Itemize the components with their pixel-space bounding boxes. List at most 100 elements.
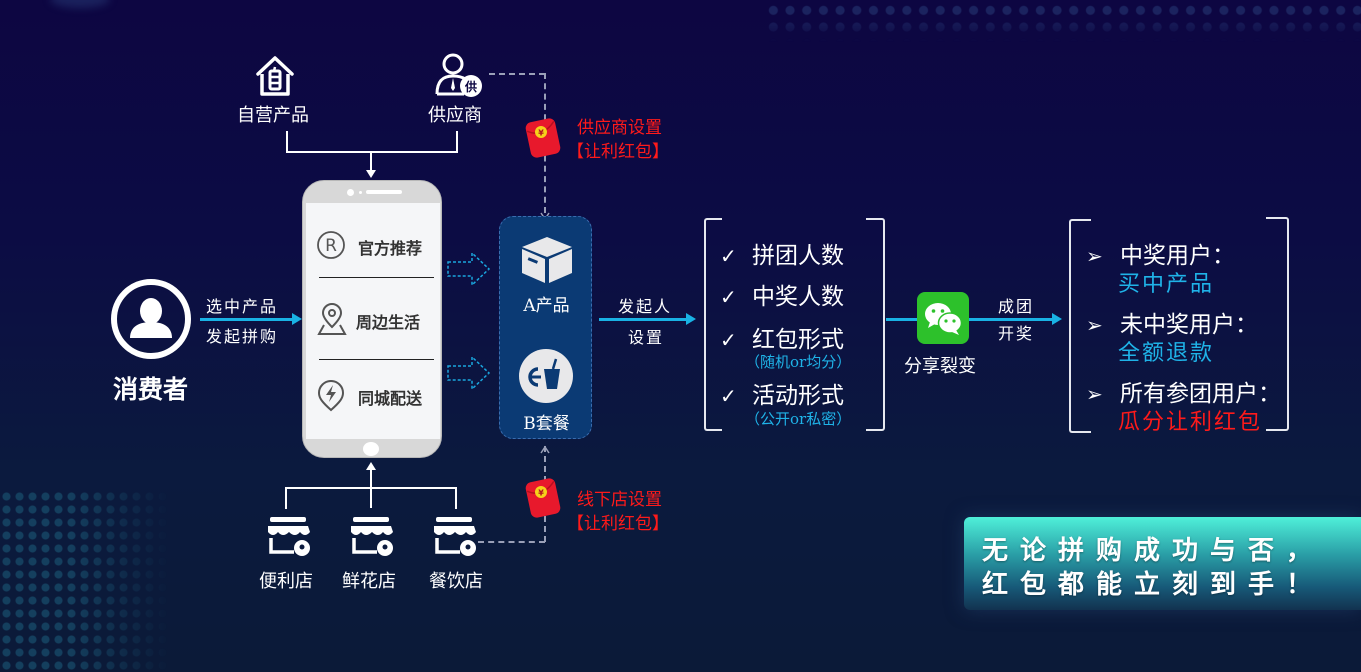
registered-icon: R (316, 230, 346, 264)
phone-menu-label: 官方推荐 (358, 239, 423, 258)
store-label: 鲜花店 (342, 571, 396, 592)
arrow-bullet-icon: ➢ (1086, 313, 1103, 337)
phone-sensor (359, 191, 362, 194)
connector-convenience-store (285, 487, 287, 509)
background-glow (50, 0, 110, 8)
wechat-icon[interactable] (917, 292, 969, 344)
consumer-arrow-label-bottom: 发起拼购 (206, 327, 279, 346)
red-packet-icon: ¥ (525, 476, 561, 524)
consumer-arrow (200, 313, 302, 325)
settings-bracket-left (704, 218, 722, 431)
settings-bracket-right (866, 218, 885, 431)
store-icon (432, 516, 478, 562)
result-label: 中奖用户： (1120, 243, 1235, 269)
phone-menu-label: 同城配送 (358, 389, 423, 408)
supplier-label: 供应商 (428, 105, 482, 126)
food-drink-icon (519, 349, 573, 407)
arrow-down-to-panel (540, 206, 550, 221)
result-label: 未中奖用户： (1120, 312, 1258, 338)
check-icon: ✓ (720, 384, 737, 408)
setting-label: 红包形式 (752, 327, 844, 353)
arrow-bullet-icon: ➢ (1086, 382, 1103, 406)
connector-to-share (886, 318, 918, 321)
arrow-bullet-icon: ➢ (1086, 244, 1103, 268)
connector-top-down (370, 151, 372, 173)
share-arrow (969, 313, 1062, 325)
result-item: ➢ 中奖用户： (1086, 236, 1235, 270)
initiator-arrow (599, 313, 696, 325)
svg-text:供: 供 (464, 79, 477, 94)
svg-text:¥: ¥ (538, 489, 544, 498)
product-panel: A产品 B套餐 (499, 216, 592, 439)
phone-menu-item-official[interactable]: R 官方推荐 (306, 227, 440, 267)
share-arrow-label-bottom: 开奖 (998, 324, 1035, 343)
check-icon: ✓ (720, 244, 737, 268)
results-bracket-left (1069, 219, 1091, 433)
background-dot-pattern-top (765, 2, 1361, 42)
store-icon (349, 516, 395, 562)
location-pin-icon (314, 301, 350, 341)
consumer-arrow-label-top: 选中产品 (206, 297, 279, 316)
svg-text:R: R (325, 236, 337, 256)
product-a-label: A产品 (523, 296, 570, 316)
initiator-arrow-label-bottom: 设置 (628, 328, 665, 347)
dashed-arrow-to-product-b (447, 355, 491, 394)
store-label: 便利店 (259, 571, 313, 592)
banner-line-2: 红包都能立刻到手！ (982, 570, 1325, 600)
result-sub: 买中产品 (1118, 272, 1215, 297)
arrow-down-to-phone (366, 170, 376, 178)
arrow-up-to-panel (540, 440, 550, 454)
box-icon (520, 235, 574, 289)
phone-menu-item-nearby[interactable]: 周边生活 (306, 301, 440, 341)
store-setting-line2: 【让利红包】 (567, 514, 669, 534)
supplier-setting-line2: 【让利红包】 (567, 142, 669, 162)
svg-text:¥: ¥ (538, 129, 544, 138)
store-setting-label: 线下店设置 【让利红包】 (567, 488, 669, 536)
connector-top-horizontal (286, 151, 458, 153)
setting-item: ✓ 活动形式 (720, 376, 844, 410)
setting-label: 活动形式 (752, 383, 844, 409)
check-icon: ✓ (720, 328, 737, 352)
phone-mockup: R 官方推荐 周边生活 同城配送 (302, 180, 442, 458)
connector-bottom-horizontal (285, 487, 457, 489)
result-label: 所有参团用户： (1120, 381, 1281, 407)
consumer-avatar-icon (110, 278, 192, 364)
setting-item: ✓ 拼团人数 (720, 236, 844, 270)
check-icon: ✓ (720, 285, 737, 309)
setting-item: ✓ 红包形式 (720, 320, 844, 354)
setting-label: 拼团人数 (752, 243, 844, 269)
result-item: ➢ 所有参团用户： (1086, 374, 1281, 408)
background-dot-pattern-bottom-left (0, 490, 170, 672)
menu-divider (319, 277, 434, 278)
result-sub: 瓜分让利红包 (1118, 410, 1263, 435)
result-sub: 全额退款 (1118, 341, 1215, 366)
store-setting-line1: 线下店设置 (577, 490, 662, 510)
house-icon (254, 54, 296, 98)
self-products-label: 自营产品 (237, 105, 309, 126)
red-packet-icon: ¥ (525, 116, 561, 164)
arrow-up-to-phone (366, 462, 376, 470)
setting-item: ✓中奖人数 (720, 277, 844, 311)
menu-divider (319, 359, 434, 360)
store-icon (266, 516, 312, 562)
supplier-setting-label: 供应商设置 【让利红包】 (567, 116, 669, 164)
supplier-person-icon: 供 (434, 52, 484, 98)
connector-self-products (286, 131, 288, 153)
phone-menu-item-delivery[interactable]: 同城配送 (306, 377, 440, 417)
slogan-banner: 无论拼购成功与否， 红包都能立刻到手！ (964, 517, 1361, 610)
setting-sub: （公开or私密） (745, 410, 852, 428)
store-label: 餐饮店 (429, 571, 483, 592)
dashed-arrow-to-product-a (447, 251, 491, 290)
setting-sub: （随机or均分） (745, 353, 852, 371)
consumer-label: 消费者 (113, 375, 189, 404)
phone-menu-label: 周边生活 (356, 313, 421, 332)
phone-camera (347, 189, 354, 196)
initiator-arrow-label-top: 发起人 (618, 297, 673, 316)
lightning-icon (316, 378, 346, 416)
phone-speaker (366, 190, 402, 194)
product-b-label: B套餐 (523, 414, 570, 434)
connector-restaurant (455, 487, 457, 509)
supplier-setting-line1: 供应商设置 (577, 118, 662, 138)
results-bracket-right (1266, 217, 1289, 431)
share-label: 分享裂变 (904, 356, 976, 377)
